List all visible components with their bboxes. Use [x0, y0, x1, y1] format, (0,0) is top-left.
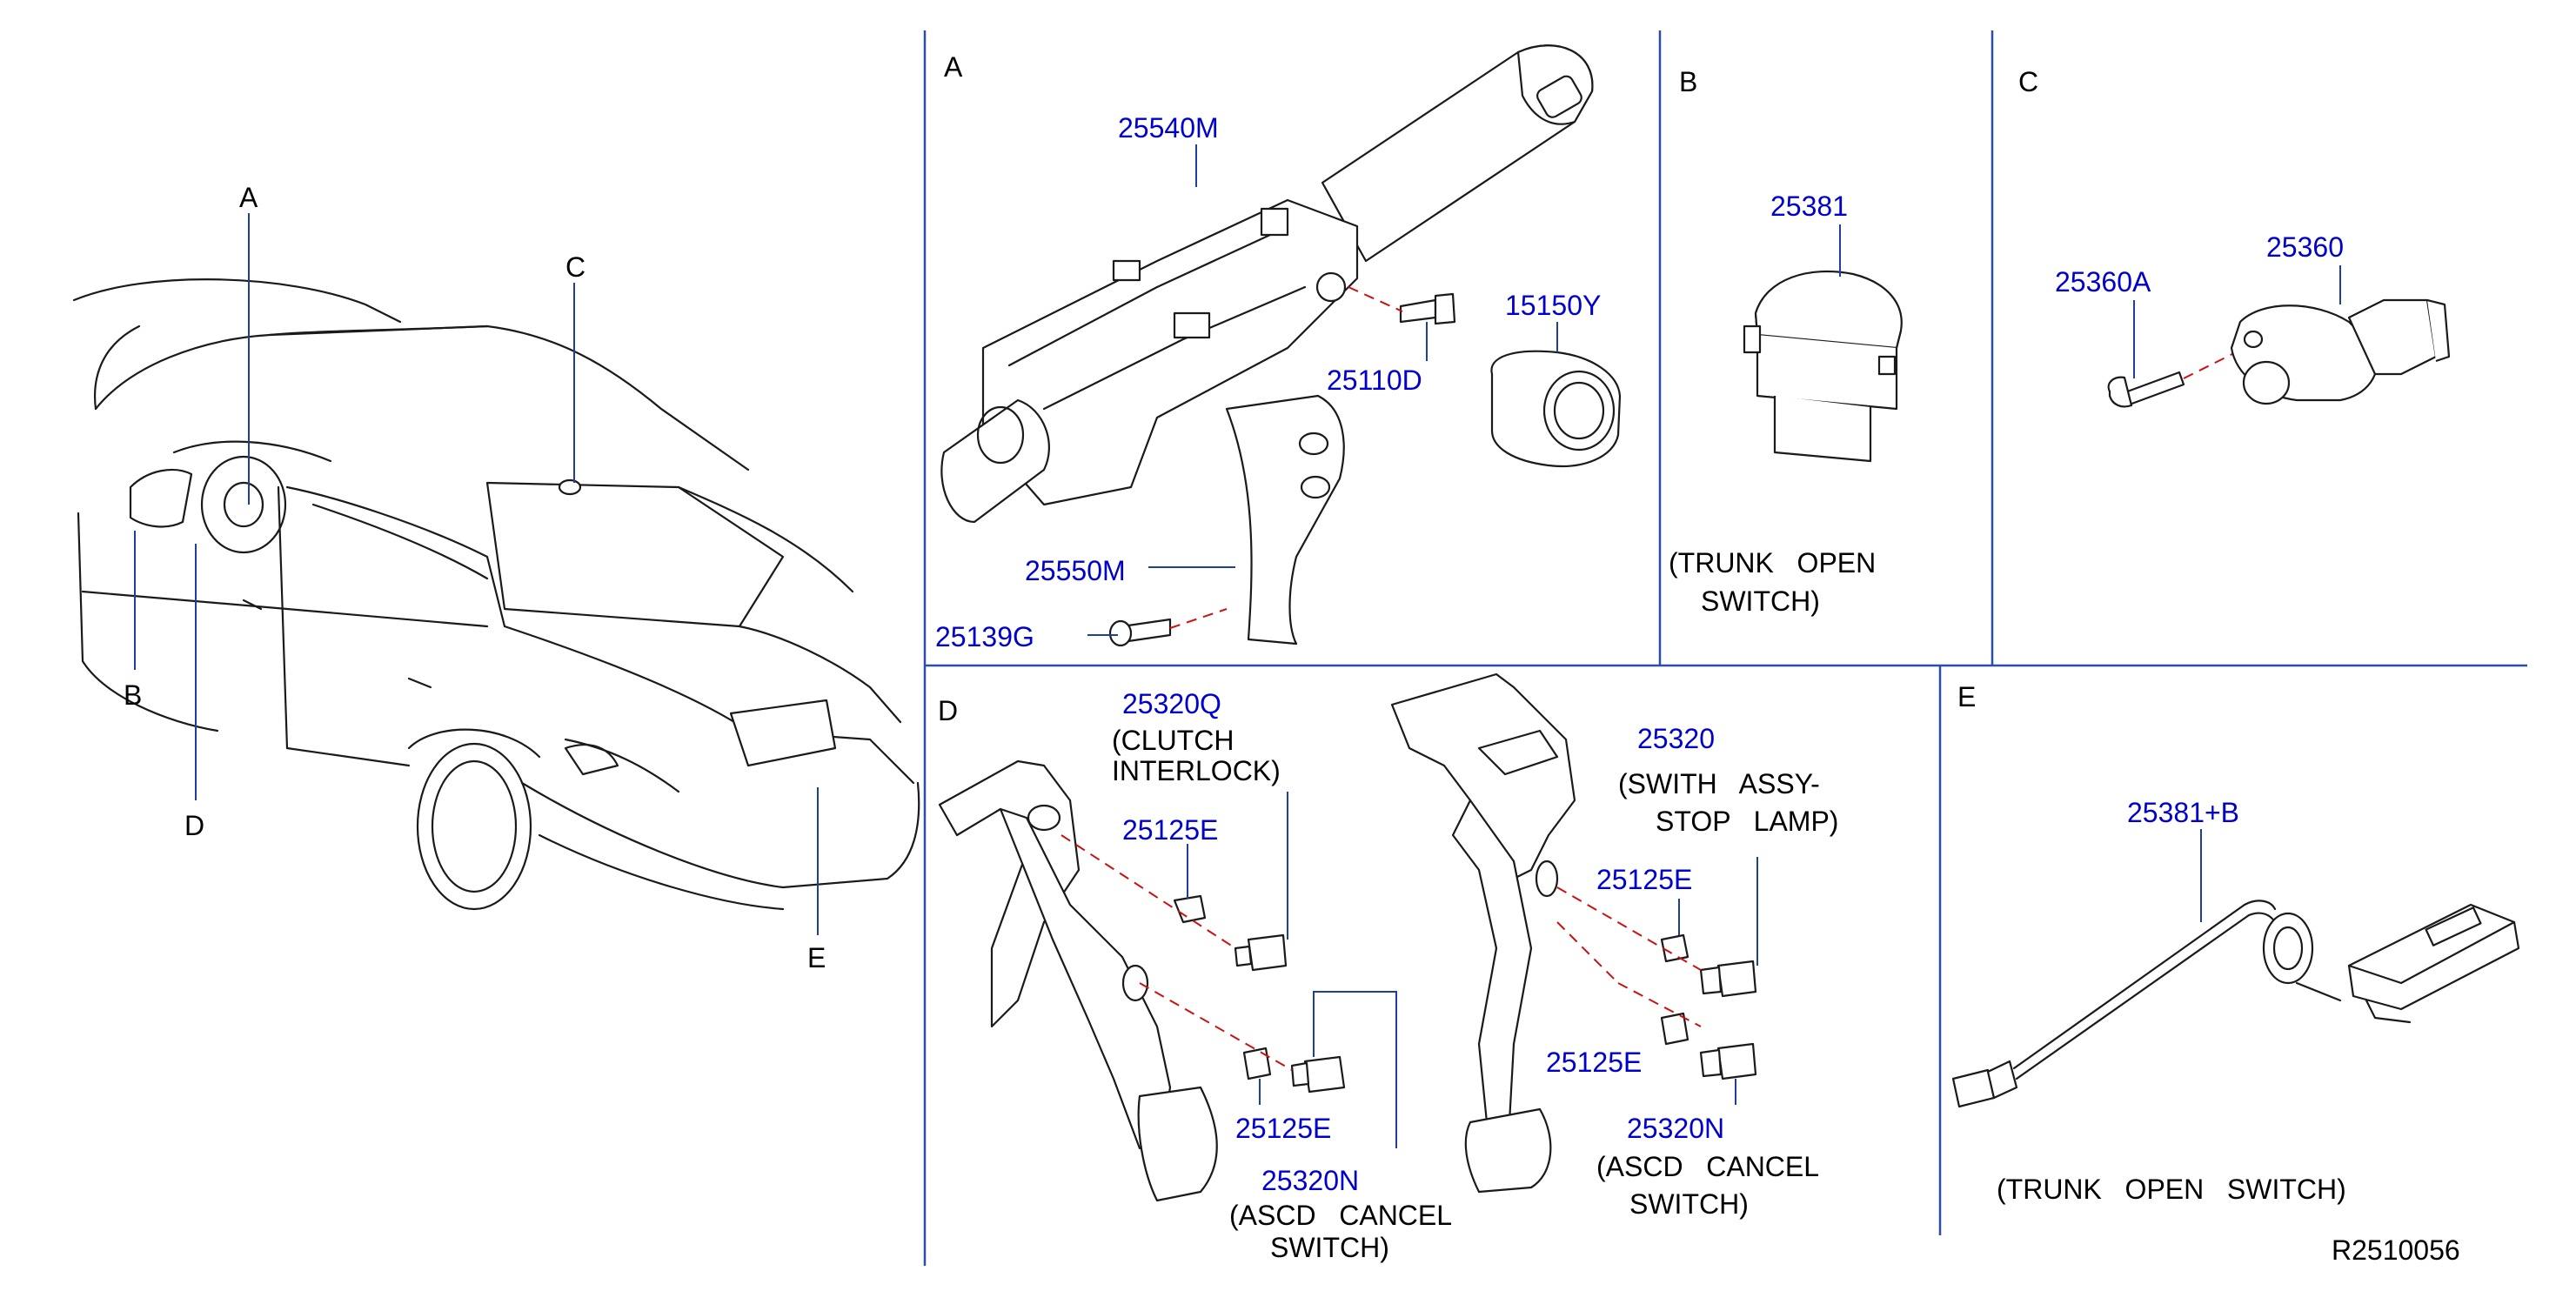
section-label-c: C	[2018, 66, 2038, 97]
desc-stop-line2: STOP LAMP)	[1656, 806, 1838, 837]
part-15150y: 15150Y	[1505, 290, 1601, 321]
desc-ascd2-line1: (ASCD CANCEL	[1596, 1151, 1819, 1182]
clutch-pedal-drawing	[938, 759, 1397, 1202]
desc-stop-line1: (SWITH ASSY-	[1618, 768, 1820, 799]
section-label-d: D	[938, 695, 958, 726]
overview-label-d: D	[184, 810, 204, 841]
part-25540m: 25540M	[1118, 112, 1219, 144]
part-25110d: 25110D	[1327, 365, 1422, 396]
part-25360a: 25360A	[2055, 266, 2151, 298]
overview-label-b: B	[124, 679, 142, 711]
part-25320n-1: 25320N	[1261, 1165, 1359, 1196]
door-switch-drawing	[2107, 265, 2451, 408]
part-25320n-2: 25320N	[1627, 1113, 1724, 1144]
trunk-open-switch-e-drawing	[1951, 829, 2520, 1108]
desc-ascd1-line2: SWITCH)	[1270, 1232, 1389, 1263]
overview-labels: A C B D E	[124, 182, 826, 973]
part-25550m: 25550M	[1025, 555, 1126, 586]
panel-b-labels: 25381 (TRUNK OPEN SWITCH)	[1669, 191, 1876, 617]
combination-switch-drawing	[940, 44, 1622, 647]
desc-clutch-line1: (CLUTCH	[1112, 725, 1234, 756]
overview-label-a: A	[239, 182, 258, 213]
desc-b-line2: SWITCH)	[1701, 585, 1820, 617]
section-label-a: A	[944, 51, 963, 83]
part-25381: 25381	[1770, 191, 1848, 222]
part-25139g: 25139G	[935, 621, 1034, 652]
desc-ascd2-line2: SWITCH)	[1629, 1188, 1749, 1220]
trunk-open-switch-b-drawing	[1743, 224, 1903, 463]
drawing-number: R2510056	[2332, 1234, 2460, 1266]
panel-d-labels: 25320Q (CLUTCH INTERLOCK) 25125E 25125E …	[1112, 688, 1838, 1263]
overview-label-c: C	[565, 251, 585, 283]
panel-e-labels: 25381+B (TRUNK OPEN SWITCH)	[1997, 797, 2346, 1205]
part-25360: 25360	[2266, 231, 2344, 263]
part-25125e-1: 25125E	[1122, 814, 1218, 846]
part-25125e-4: 25125E	[1546, 1047, 1642, 1078]
stop-lamp-pedal-drawing	[1390, 672, 1758, 1194]
section-label-e: E	[1957, 681, 1976, 712]
part-25381b: 25381+B	[2127, 797, 2239, 828]
overview-label-e: E	[807, 942, 826, 973]
part-25320: 25320	[1637, 723, 1715, 754]
part-25125e-2: 25125E	[1235, 1113, 1331, 1144]
desc-e-line: (TRUNK OPEN SWITCH)	[1997, 1174, 2346, 1205]
desc-ascd1-line1: (ASCD CANCEL	[1229, 1200, 1452, 1231]
desc-clutch-line2: INTERLOCK)	[1112, 755, 1281, 786]
panel-separators	[923, 30, 2527, 1266]
panel-c-labels: 25360A 25360	[2055, 231, 2344, 298]
section-label-b: B	[1679, 66, 1697, 97]
part-25125e-3: 25125E	[1596, 864, 1692, 895]
car-overview-drawing	[72, 213, 920, 935]
desc-b-line1: (TRUNK OPEN	[1669, 547, 1876, 579]
panel-a-labels: 25540M 25110D 15150Y 25550M 25139G	[935, 112, 1601, 652]
part-25320q: 25320Q	[1122, 688, 1221, 719]
